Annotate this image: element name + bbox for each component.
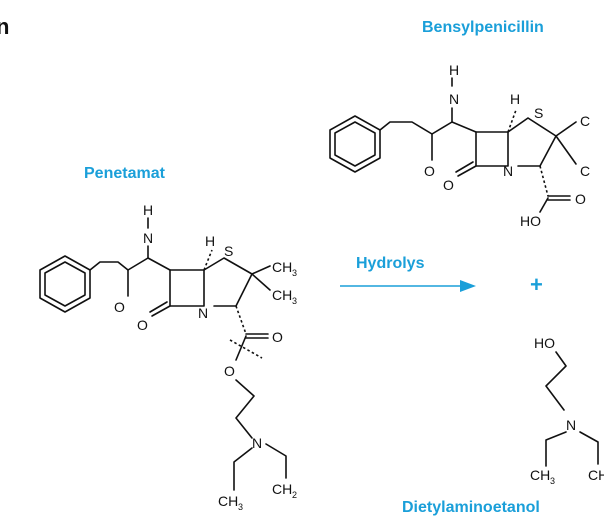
svg-text:C: C [580, 113, 590, 129]
svg-text:O: O [575, 191, 586, 207]
svg-text:CH: CH [588, 467, 604, 483]
svg-text:N: N [252, 435, 262, 451]
svg-text:3: 3 [550, 476, 555, 486]
svg-text:O: O [272, 329, 283, 345]
svg-text:CH: CH [272, 287, 292, 303]
svg-text:N: N [566, 417, 576, 433]
penetamat-structure: N H O O N H S CH 3 CH 3 O O N CH 3 CH [39, 202, 297, 512]
beta-lactam-ring [475, 131, 509, 167]
svg-text:3: 3 [238, 502, 243, 512]
svg-text:3: 3 [292, 268, 297, 278]
svg-text:H: H [510, 91, 520, 107]
svg-text:O: O [443, 177, 454, 193]
svg-text:O: O [114, 299, 125, 315]
bensylpenicillin-title: Bensylpenicillin [422, 19, 544, 36]
svg-text:O: O [137, 317, 148, 333]
svg-text:CH: CH [272, 481, 292, 497]
svg-text:CH: CH [272, 259, 292, 275]
dietylaminoetanol-title: Dietylaminoetanol [402, 499, 540, 516]
svg-text:HO: HO [520, 213, 541, 229]
svg-text:O: O [224, 363, 235, 379]
figure-letter: n [0, 14, 9, 39]
penetamat-title: Penetamat [84, 165, 166, 182]
bensylpenicillin-structure: O N H O N H S C C O HO [329, 62, 590, 229]
svg-text:2: 2 [292, 490, 297, 500]
svg-text:N: N [143, 230, 153, 246]
svg-text:3: 3 [292, 296, 297, 306]
plus-sign: + [530, 272, 543, 297]
svg-text:C: C [580, 163, 590, 179]
svg-text:CH: CH [218, 493, 238, 509]
svg-text:S: S [224, 243, 233, 259]
svg-text:O: O [424, 163, 435, 179]
dietylaminoetanol-structure: HO N CH 3 CH [530, 335, 604, 486]
benzene-ring [329, 115, 381, 173]
hydrolys-label: Hydrolys [356, 255, 425, 272]
svg-text:CH: CH [530, 467, 550, 483]
svg-text:H: H [205, 233, 215, 249]
svg-text:N: N [503, 163, 513, 179]
reaction-arrow [340, 280, 476, 292]
beta-lactam-ring [169, 269, 205, 307]
svg-text:N: N [449, 91, 459, 107]
svg-text:HO: HO [534, 335, 555, 351]
svg-text:H: H [143, 202, 153, 218]
svg-text:N: N [198, 305, 208, 321]
benzene-ring [39, 255, 91, 313]
svg-text:S: S [534, 105, 543, 121]
svg-text:H: H [449, 62, 459, 78]
